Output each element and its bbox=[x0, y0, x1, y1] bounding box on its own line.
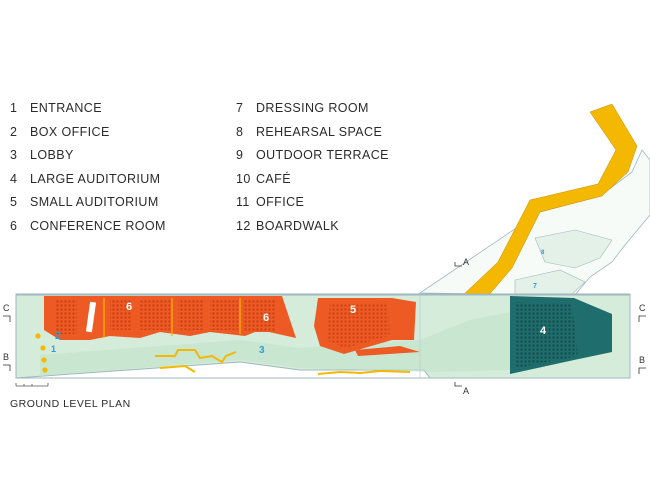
scale-bar bbox=[15, 383, 49, 387]
plan-title: GROUND LEVEL PLAN bbox=[10, 398, 131, 410]
section-mark-a-bottom: A bbox=[454, 382, 469, 396]
rehearsal-space bbox=[534, 229, 613, 269]
terrace-path-yellow bbox=[317, 369, 411, 375]
large-auditorium-seating bbox=[516, 302, 578, 368]
svg-text:C: C bbox=[639, 303, 646, 313]
room-label-rehearsal-space: 8 bbox=[541, 250, 545, 256]
lobby-path-yellow bbox=[159, 364, 196, 373]
room-label-small-auditorium: 5 bbox=[350, 304, 356, 316]
section-mark-b-left: B bbox=[3, 352, 11, 371]
lobby-path-yellow bbox=[155, 349, 237, 364]
room-label-conference: 6 bbox=[263, 312, 269, 324]
lobby-band bbox=[40, 312, 510, 376]
svg-text:A: A bbox=[463, 257, 469, 267]
small-auditorium-ramp bbox=[355, 346, 420, 356]
conference-seating-c bbox=[140, 300, 170, 330]
small-auditorium-seating bbox=[326, 302, 390, 348]
entrance-marker bbox=[40, 345, 46, 351]
section-mark-c-right: C bbox=[638, 303, 646, 322]
svg-text:C: C bbox=[3, 303, 10, 313]
boardwalk-path bbox=[461, 103, 638, 297]
conference-seating-e bbox=[210, 300, 238, 330]
room-label-dressing-room: 7 bbox=[533, 283, 537, 290]
conference-seating-a bbox=[55, 300, 77, 334]
section-mark-c-left: C bbox=[3, 303, 11, 322]
svg-text:B: B bbox=[3, 352, 9, 362]
building-outline bbox=[15, 293, 631, 379]
entrance-marker bbox=[41, 357, 47, 363]
room-label-conference: 6 bbox=[126, 301, 132, 313]
room-label-box-office: 2 bbox=[55, 330, 61, 342]
entrance-marker bbox=[42, 367, 48, 373]
svg-text:B: B bbox=[639, 355, 645, 365]
room-label-entrance: 1 bbox=[51, 344, 56, 354]
conference-seating-b bbox=[110, 300, 132, 330]
conference-stage bbox=[85, 301, 97, 333]
svg-text:A: A bbox=[463, 386, 469, 396]
entrance-marker bbox=[35, 333, 41, 339]
section-mark-b-right: B bbox=[638, 355, 646, 374]
room-label-lobby: 3 bbox=[259, 345, 265, 356]
room-label-large-auditorium: 4 bbox=[540, 325, 547, 337]
dressing-room bbox=[514, 269, 586, 297]
conference-seating-d bbox=[178, 300, 204, 330]
section-mark-a-top: A bbox=[454, 257, 469, 267]
conference-seating-f bbox=[244, 300, 276, 332]
